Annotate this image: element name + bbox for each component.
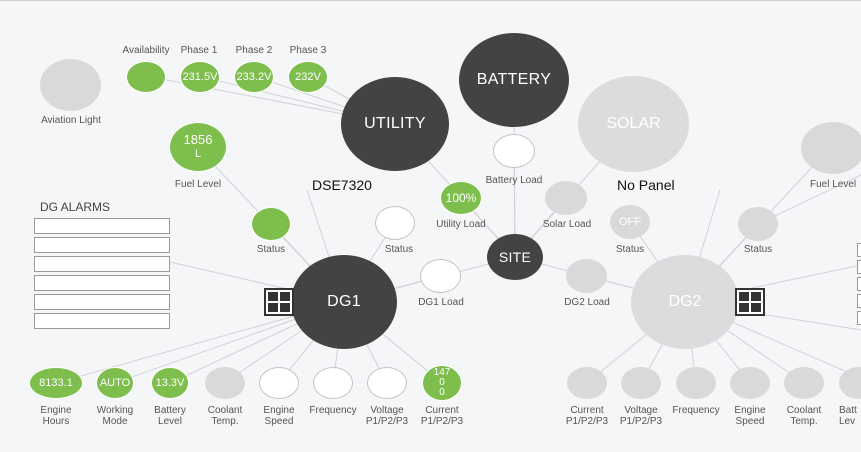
solar-load-indicator[interactable] <box>545 181 587 215</box>
phase2-label: Phase 2 <box>235 45 273 56</box>
dg2-alarm-row <box>857 311 861 325</box>
phase3-label: Phase 3 <box>289 45 327 56</box>
dg1-status-label: Status <box>256 244 286 255</box>
dg1-engine-hours[interactable]: 8133.1 <box>29 367 83 399</box>
phase2-voltage[interactable]: 233.2V <box>234 61 274 93</box>
dg1-fuel-level[interactable]: 1856 L <box>169 122 227 172</box>
dg2-alarm-row <box>857 243 861 257</box>
dg2-alarm-row <box>857 277 861 291</box>
dg-alarm-row <box>34 275 170 291</box>
dg1-fuel-label: Fuel Level <box>174 179 222 190</box>
availability-indicator[interactable] <box>126 61 166 93</box>
battery-node[interactable]: BATTERY <box>459 33 569 127</box>
phase1-voltage[interactable]: 231.5V <box>180 61 220 93</box>
dg1-engine-speed[interactable] <box>259 367 299 399</box>
dg2-load-label: DG2 Load <box>564 297 610 308</box>
dg2-coolant-temp[interactable] <box>784 367 824 399</box>
dg1-frequency[interactable] <box>313 367 353 399</box>
dg2-battery-level[interactable] <box>839 367 861 399</box>
dg2-status-off-label: Status <box>615 244 645 255</box>
aviation-light-label: Aviation Light <box>41 115 101 126</box>
dg2-frequency[interactable] <box>676 367 716 399</box>
dg2-engine-speed[interactable] <box>730 367 770 399</box>
dg-alarms-title: DG ALARMS <box>40 200 111 214</box>
dg1-load-label: DG1 Load <box>418 297 464 308</box>
solar-load-label: Solar Load <box>542 219 592 230</box>
dg-alarm-row <box>34 218 170 234</box>
dg1-node[interactable]: DG1 <box>291 255 397 349</box>
utility-load-indicator[interactable]: 100% <box>440 181 482 215</box>
dg1-status2-label: Status <box>384 244 414 255</box>
dg-alarm-row <box>34 237 170 253</box>
dg2-fuel-level[interactable] <box>801 122 861 174</box>
dg2-voltage[interactable] <box>621 367 661 399</box>
dg1-status-indicator[interactable] <box>251 207 291 241</box>
dg2-load-indicator[interactable] <box>566 259 607 293</box>
availability-label: Availability <box>122 45 170 56</box>
dg2-status-indicator[interactable] <box>738 207 778 241</box>
solar-node[interactable]: SOLAR <box>578 76 689 172</box>
dg2-node[interactable]: DG2 <box>631 255 739 349</box>
dg2-frequency-label: Frequency <box>672 405 720 416</box>
phase3-voltage[interactable]: 232V <box>288 61 328 93</box>
grid-window-icon[interactable] <box>264 288 294 316</box>
dg1-frequency-label: Frequency <box>309 405 357 416</box>
dg2-current[interactable] <box>567 367 607 399</box>
dg1-coolant-temp[interactable] <box>205 367 245 399</box>
dg2-status-label: Status <box>743 244 773 255</box>
site-node[interactable]: SITE <box>487 234 543 280</box>
utility-node[interactable]: UTILITY <box>341 77 449 171</box>
dg1-load-indicator[interactable] <box>420 259 461 293</box>
dg1-controller-label: DSE7320 <box>312 177 372 193</box>
battery-load-indicator[interactable] <box>493 134 535 168</box>
phase1-label: Phase 1 <box>180 45 218 56</box>
dg2-alarm-row <box>857 260 861 274</box>
aviation-light-indicator[interactable] <box>40 59 101 111</box>
dg2-alarm-row <box>857 294 861 308</box>
dg-alarm-row <box>34 313 170 329</box>
dg2-fuel-label: Fuel Level <box>810 179 857 190</box>
dg1-current[interactable]: 147 0 0 <box>422 365 462 401</box>
dg2-status-off[interactable]: OFF <box>610 205 650 239</box>
dg2-controller-label: No Panel <box>617 177 675 193</box>
utility-load-label: Utility Load <box>436 219 486 230</box>
dg1-working-mode[interactable]: AUTO <box>96 367 134 399</box>
dg1-fuel-unit: L <box>194 148 202 160</box>
dg1-status2-indicator[interactable] <box>375 206 415 240</box>
dg1-voltage[interactable] <box>367 367 407 399</box>
battery-load-label: Battery Load <box>485 175 543 186</box>
dg-alarm-row <box>34 256 170 272</box>
top-border <box>0 0 861 1</box>
dg-alarm-row <box>34 294 170 310</box>
dg1-battery-level[interactable]: 13.3V <box>151 367 189 399</box>
grid-window-icon[interactable] <box>735 288 765 316</box>
dg1-fuel-value: 1856 <box>183 132 213 147</box>
